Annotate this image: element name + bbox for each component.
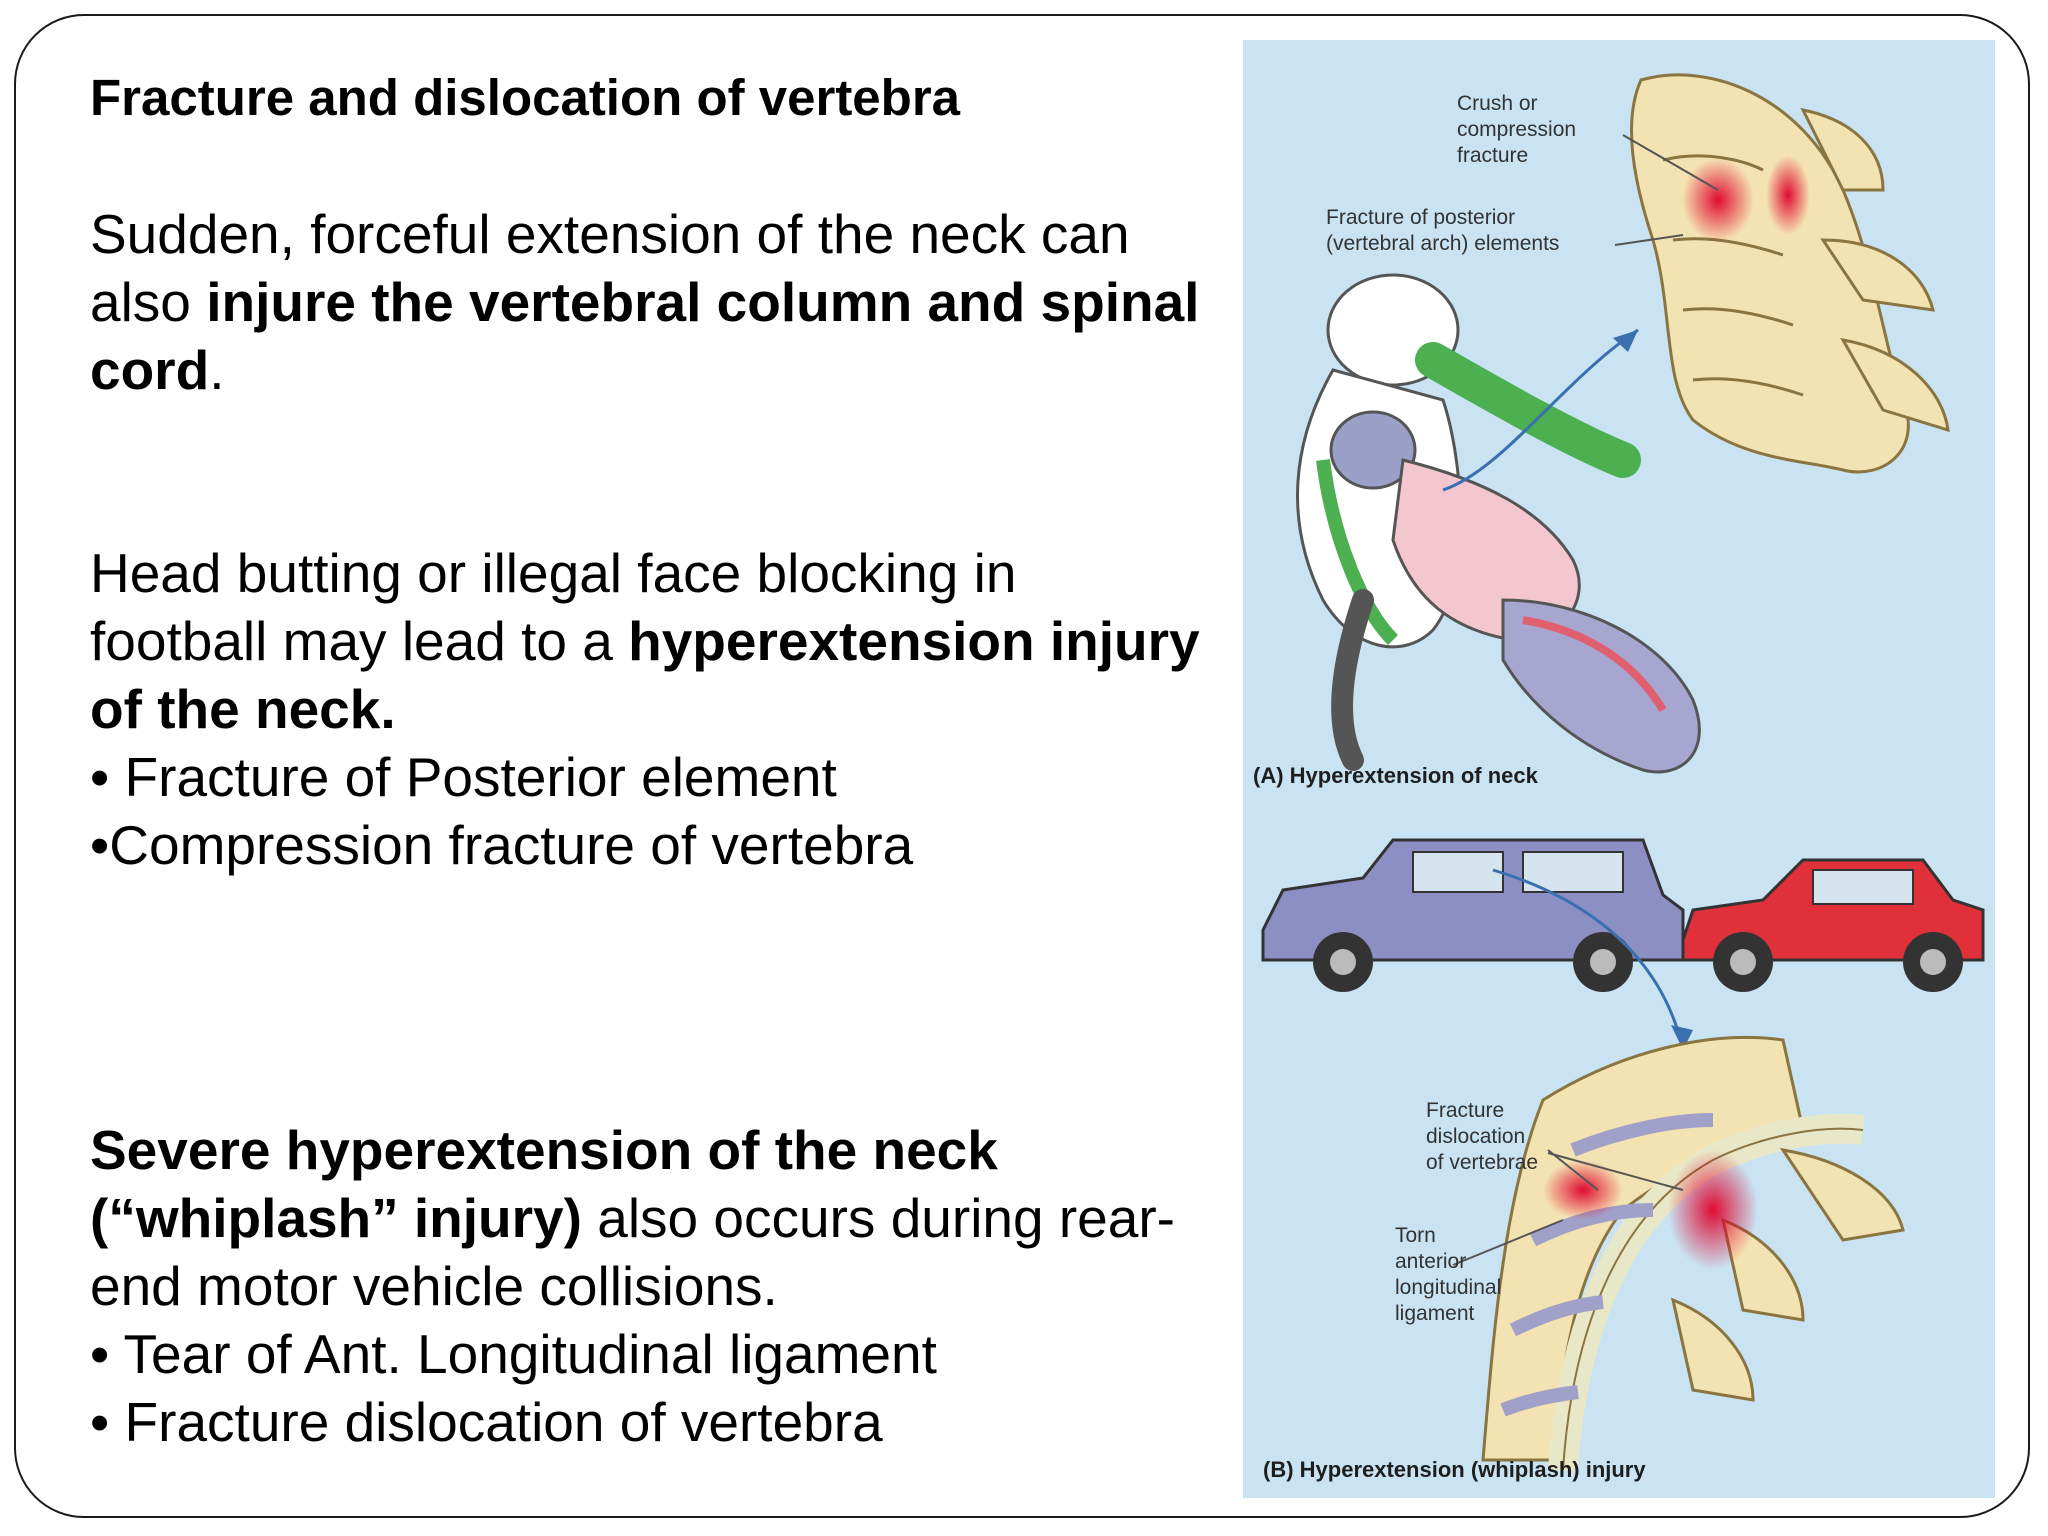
bullet-posterior-fracture: • Fracture of Posterior element <box>90 746 837 808</box>
paragraph-2-text: Head butting or illegal face blocking in… <box>90 542 1017 672</box>
paragraph-3-bold: Severe hyperextension of the neck (“whip… <box>90 1119 998 1249</box>
caption-b: (B) Hyperextension (whiplash) injury <box>1263 1457 1646 1482</box>
label-crush-line-2: compression <box>1457 118 1576 141</box>
label-crush-line-1: Crush or <box>1457 92 1538 115</box>
paragraph-1-text: Sudden, forceful extension of the neck c… <box>90 203 1130 333</box>
car-collision-illustration <box>1261 838 1985 992</box>
label-torn-ligament-line-3: longitudinal <box>1395 1276 1501 1299</box>
label-crush-line-3: fracture <box>1457 144 1528 167</box>
football-players-illustration <box>1296 273 1701 774</box>
label-torn-ligament-line-1: Torn <box>1395 1224 1436 1247</box>
arrow-head-b <box>1671 1025 1693 1050</box>
label-fracture-dislocation-line-2: dislocation <box>1426 1125 1525 1148</box>
paragraph-3: Severe hyperextension of the neck (“whip… <box>90 1116 1200 1320</box>
bullet-ligament-tear: • Tear of Ant. Longitudinal ligament <box>90 1323 937 1385</box>
figure-illustration: Crush or compression fracture Fracture o… <box>1253 73 1985 1482</box>
slide-title: Fracture and dislocation of vertebra <box>90 69 961 126</box>
anatomy-figure: Crush or compression fracture Fracture o… <box>1243 40 1995 1498</box>
label-fracture-dislocation-line-3: of vertebrae <box>1426 1151 1538 1174</box>
label-fracture-dislocation-line-1: Fracture <box>1426 1099 1504 1122</box>
paragraph-1-bold: injure the vertebral column and spinal c… <box>90 271 1200 401</box>
label-posterior-line-2: (vertebral arch) elements <box>1326 232 1559 255</box>
paragraph-1-end: . <box>209 339 225 401</box>
slide-text-column: Fracture and dislocation of vertebra Sud… <box>90 64 1200 1456</box>
cervical-spine-panel-b <box>1481 1036 1905 1472</box>
arrow-to-spine-b <box>1492 868 1685 1051</box>
caption-a: (A) Hyperextension of neck <box>1253 763 1539 788</box>
paragraph-2: Head butting or illegal face blocking in… <box>90 539 1200 743</box>
bullet-fracture-dislocation: • Fracture dislocation of vertebra <box>90 1391 883 1453</box>
paragraph-3-text: also occurs during rear-end motor vehicl… <box>90 1187 1175 1317</box>
label-torn-ligament-line-2: anterior <box>1395 1250 1466 1273</box>
label-torn-ligament-line-4: ligament <box>1395 1302 1475 1325</box>
arrow-head-a <box>1613 330 1638 352</box>
paragraph-2-bold: hyperextension injury of the neck. <box>90 610 1200 740</box>
cervical-spine-panel-a <box>1630 73 1950 474</box>
paragraph-1: Sudden, forceful extension of the neck c… <box>90 200 1200 404</box>
arrow-to-spine-a <box>1442 328 1639 492</box>
bullet-compression-fracture: •Compression fracture of vertebra <box>90 814 914 876</box>
label-posterior-line-1: Fracture of posterior <box>1326 206 1515 229</box>
